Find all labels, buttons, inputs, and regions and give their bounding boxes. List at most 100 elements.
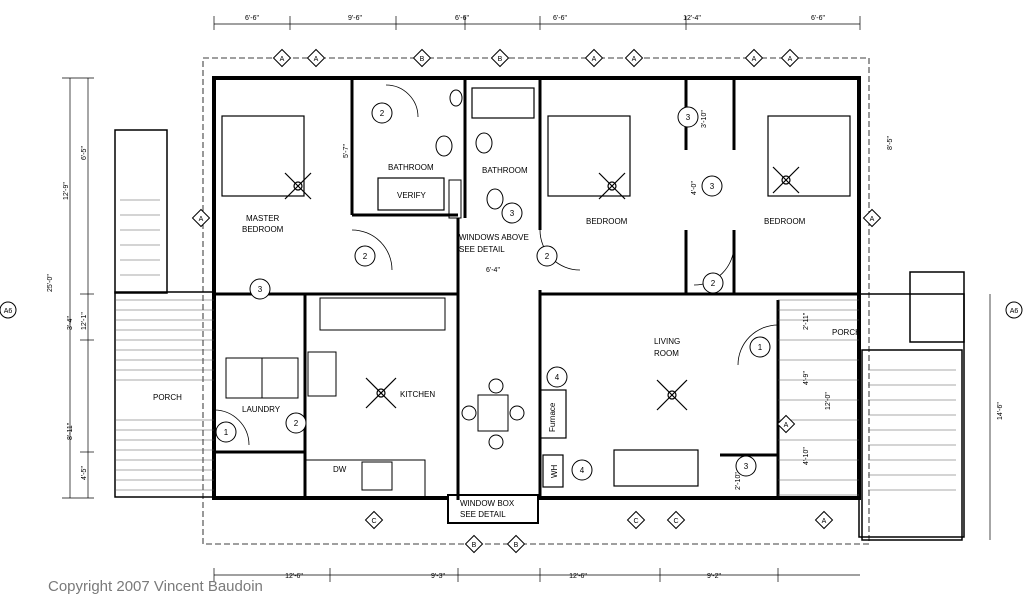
elevation-marker-right: A6 xyxy=(1005,301,1023,319)
svg-text:2: 2 xyxy=(711,279,716,288)
svg-text:A: A xyxy=(632,56,637,63)
furnace-label: Furnace xyxy=(548,402,557,432)
svg-text:4'-10": 4'-10" xyxy=(803,447,810,465)
svg-text:2: 2 xyxy=(545,252,550,261)
svg-text:4'-0": 4'-0" xyxy=(691,181,698,195)
dimension-text-misc: 5'-7" 3'-10" 4'-0" 2'-11" 4'-9" 12'-0" 4… xyxy=(343,110,894,490)
window-box xyxy=(447,494,539,524)
bathroom-left-label: BATHROOM xyxy=(388,163,434,172)
svg-text:2: 2 xyxy=(363,252,368,261)
fixtures xyxy=(435,89,504,219)
dimension-text-bottom: 12'-6" 9'-3" 12'-6" 9'-2" xyxy=(285,573,721,580)
svg-text:12'-4": 12'-4" xyxy=(683,15,701,22)
window-marker-letters: A A B B A A A A A A A C B B C C A xyxy=(199,56,875,549)
fan-icon xyxy=(284,166,800,411)
svg-text:6'-6": 6'-6" xyxy=(553,15,567,22)
beds xyxy=(221,115,851,197)
window-markers-bottom xyxy=(364,510,834,554)
window-box-note-1: WINDOW BOX xyxy=(460,499,515,508)
svg-text:C: C xyxy=(673,518,678,525)
svg-text:1: 1 xyxy=(758,343,763,352)
door-tags xyxy=(215,102,771,481)
svg-text:B: B xyxy=(472,542,477,549)
windows-above-note-1: WINDOWS ABOVE xyxy=(459,233,529,242)
svg-text:A: A xyxy=(280,56,285,63)
svg-text:4'-9": 4'-9" xyxy=(803,371,810,385)
svg-text:3: 3 xyxy=(686,113,691,122)
svg-text:A: A xyxy=(199,216,204,223)
svg-text:A: A xyxy=(870,216,875,223)
living-room-label-1: LIVING xyxy=(654,337,680,346)
roof-outline xyxy=(202,57,870,545)
bathtub-right xyxy=(471,87,535,119)
svg-text:2: 2 xyxy=(380,109,385,118)
svg-text:25'-0": 25'-0" xyxy=(47,274,54,292)
laundry-label: LAUNDRY xyxy=(242,405,281,414)
dimension-text-left: 25'-0" 12'-9" 12'-1" 3'-4" 6'-5" 8'-11" … xyxy=(47,146,88,480)
svg-text:12'-6": 12'-6" xyxy=(569,573,587,580)
svg-text:A: A xyxy=(788,56,793,63)
svg-text:A6: A6 xyxy=(4,308,13,315)
svg-text:B: B xyxy=(420,56,425,63)
svg-text:A: A xyxy=(752,56,757,63)
svg-text:12'-9": 12'-9" xyxy=(63,182,70,200)
bathtub xyxy=(377,177,445,211)
svg-text:6'-6": 6'-6" xyxy=(245,15,259,22)
exterior-walls xyxy=(212,76,861,500)
svg-text:1: 1 xyxy=(224,428,229,437)
svg-text:3'-4": 3'-4" xyxy=(67,316,74,330)
svg-text:A6: A6 xyxy=(1010,308,1019,315)
svg-text:9'-2": 9'-2" xyxy=(707,573,721,580)
svg-text:C: C xyxy=(371,518,376,525)
left-porch xyxy=(114,129,215,498)
window-box-note-2: SEE DETAIL xyxy=(460,510,506,519)
sofa xyxy=(613,449,699,487)
dimension-text-porch: 14'-6" xyxy=(997,402,1004,420)
windows-above-note-2: SEE DETAIL xyxy=(459,245,505,254)
verify-label: VERIFY xyxy=(397,191,427,200)
hall-dimension: 6'-4" xyxy=(486,267,500,274)
svg-text:9'-6": 9'-6" xyxy=(348,15,362,22)
svg-text:A: A xyxy=(822,518,827,525)
svg-text:12'-6": 12'-6" xyxy=(285,573,303,580)
svg-text:3: 3 xyxy=(258,285,263,294)
svg-text:9'-3": 9'-3" xyxy=(431,573,445,580)
svg-text:6'-6": 6'-6" xyxy=(811,15,825,22)
dimension-text-top: 6'-6" 9'-6" 6'-6" 6'-6" 12'-4" 6'-6" xyxy=(245,15,825,22)
svg-text:B: B xyxy=(514,542,519,549)
svg-text:C: C xyxy=(633,518,638,525)
bedroom-center-label: BEDROOM xyxy=(586,217,628,226)
svg-text:5'-7": 5'-7" xyxy=(343,144,350,158)
elevation-marker-left: A6 xyxy=(0,301,17,319)
dw-label: DW xyxy=(333,465,347,474)
svg-text:2'-11": 2'-11" xyxy=(803,312,810,330)
porch-right-label: PORCH xyxy=(832,328,861,337)
interior-walls xyxy=(214,78,859,500)
svg-text:8'-11": 8'-11" xyxy=(67,422,74,440)
svg-text:A: A xyxy=(592,56,597,63)
master-bedroom-label-1: MASTER xyxy=(246,214,280,223)
door-swings xyxy=(213,84,779,446)
svg-text:A: A xyxy=(784,422,789,429)
svg-text:4: 4 xyxy=(580,466,585,475)
bedroom-right-label: BEDROOM xyxy=(764,217,806,226)
svg-text:6'-6": 6'-6" xyxy=(455,15,469,22)
furnace xyxy=(539,389,567,439)
svg-text:6'-5": 6'-5" xyxy=(81,146,88,160)
svg-text:4: 4 xyxy=(555,373,560,382)
dining-table xyxy=(461,378,525,450)
svg-text:A: A xyxy=(314,56,319,63)
svg-text:4'-5": 4'-5" xyxy=(81,466,88,480)
wh-label: WH xyxy=(550,464,559,478)
porch-left-label: PORCH xyxy=(153,393,182,402)
right-porch xyxy=(778,271,965,541)
svg-text:3: 3 xyxy=(744,462,749,471)
svg-text:2: 2 xyxy=(294,419,299,428)
svg-text:8'-5": 8'-5" xyxy=(887,136,894,150)
svg-text:3'-10": 3'-10" xyxy=(701,110,708,128)
window-markers-top xyxy=(191,48,882,434)
living-room-label-2: ROOM xyxy=(654,349,679,358)
svg-text:12'-0": 12'-0" xyxy=(825,392,832,410)
